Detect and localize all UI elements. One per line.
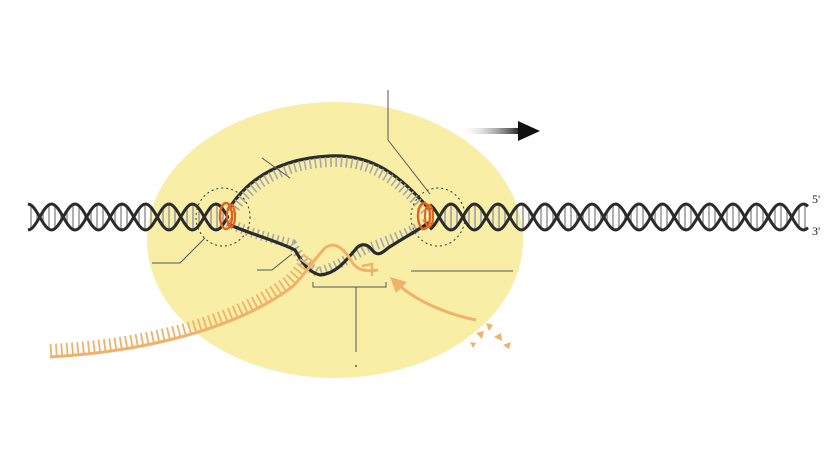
rna-bases [49,251,315,356]
clamp-downstream [410,187,466,247]
nucleotide-entry-arrow [390,277,477,322]
arrow-right-icon [458,121,540,141]
dna-template-strand-open [227,220,431,277]
dna-nontemplate-strand-open [226,154,432,212]
polymerase-bubble [147,102,523,378]
callout-line-upstream-clamp [152,237,206,264]
callout-dot [355,365,357,367]
clamp-upstream [195,187,251,247]
five-prime-end-label: 5' [812,192,821,206]
rna-transcript [49,243,379,359]
callout-lines [152,90,513,352]
rna-3-prime-end [361,262,374,276]
dna-strand-template [27,202,809,232]
callout-line-nontemplate [261,157,291,179]
callout-line-polymerase [387,90,431,195]
callout-line-rna-dna-hybrid [312,282,387,352]
nucleotide-fragments-icon [470,323,511,349]
callout-line-template [257,253,293,271]
three-prime-end-label: 3' [812,224,821,238]
